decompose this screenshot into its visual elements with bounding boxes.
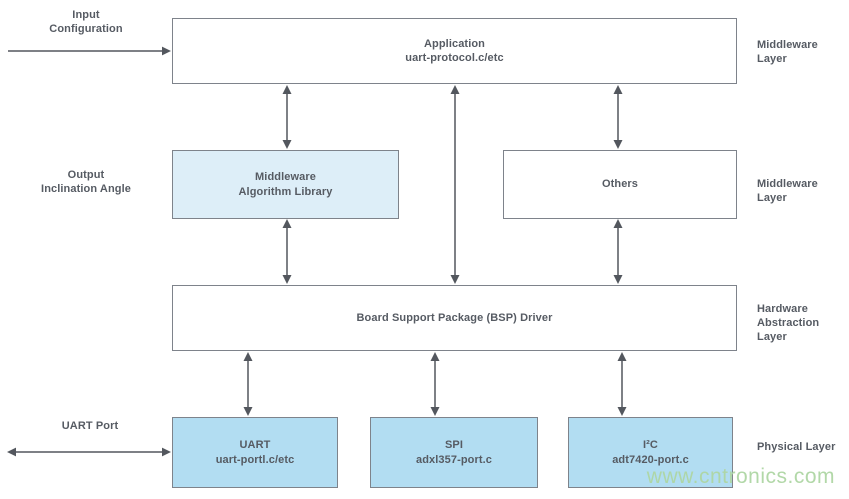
uart-box: UART uart-portl.c/etc xyxy=(172,417,338,488)
output-inclination-angle-label: Output Inclination Angle xyxy=(19,169,153,197)
layer-label-middleware-middle: Middleware Layer xyxy=(757,178,818,204)
input-configuration-line2: Configuration xyxy=(49,22,123,35)
arrow-app-mal xyxy=(282,85,292,149)
watermark-text: www.cntronics.com xyxy=(646,465,835,488)
application-title: Application xyxy=(424,37,485,50)
bsp-driver-box: Board Support Package (BSP) Driver xyxy=(172,285,737,351)
arrow-app-bsp xyxy=(450,85,460,284)
layer-label-physical: Physical Layer xyxy=(757,441,836,453)
others-box: Others xyxy=(503,150,737,219)
uart-port-label: UART Port xyxy=(61,420,119,432)
mal-subtitle: Algorithm Library xyxy=(238,185,333,198)
hal-label-line2: Abstraction Layer xyxy=(757,316,820,343)
output-inclination-line2: Inclination Angle xyxy=(41,182,131,195)
i2c-subtitle: adt7420-port.c xyxy=(612,453,689,466)
arrow-bsp-uart xyxy=(243,352,253,416)
input-configuration-line1: Input xyxy=(72,9,100,21)
arrow-bsp-spi xyxy=(430,352,440,416)
i2c-box: I²C adt7420-port.c xyxy=(568,417,733,488)
arrow-bsp-i2c xyxy=(617,352,627,416)
output-inclination-line1: Output xyxy=(67,169,105,181)
input-configuration-label: Input Configuration xyxy=(29,9,143,37)
mal-title: Middleware xyxy=(255,171,316,184)
application-subtitle: uart-protocol.c/etc xyxy=(405,52,504,64)
uart-port-arrow xyxy=(7,447,171,457)
input-configuration-arrow xyxy=(8,46,171,56)
middleware-algorithm-library-box: Middleware Algorithm Library xyxy=(172,150,399,219)
uart-title: UART xyxy=(239,439,271,452)
layer-label-hardware-abstraction: Hardware Abstraction Layer xyxy=(757,303,849,344)
others-title: Others xyxy=(601,178,639,191)
bsp-title: Board Support Package (BSP) Driver xyxy=(356,311,553,324)
hal-label-line1: Hardware xyxy=(757,303,808,315)
arrow-app-others xyxy=(613,85,623,149)
layer-label-middleware-top: Middleware Layer xyxy=(757,39,818,65)
arrow-others-bsp xyxy=(613,219,623,284)
arrow-mal-bsp xyxy=(282,219,292,284)
spi-box: SPI adxl357-port.c xyxy=(370,417,538,488)
spi-title: SPI xyxy=(444,439,464,452)
i2c-title: I²C xyxy=(643,439,658,452)
application-box: Application uart-protocol.c/etc xyxy=(172,18,737,84)
spi-subtitle: adxl357-port.c xyxy=(416,453,492,466)
uart-subtitle: uart-portl.c/etc xyxy=(215,453,295,466)
